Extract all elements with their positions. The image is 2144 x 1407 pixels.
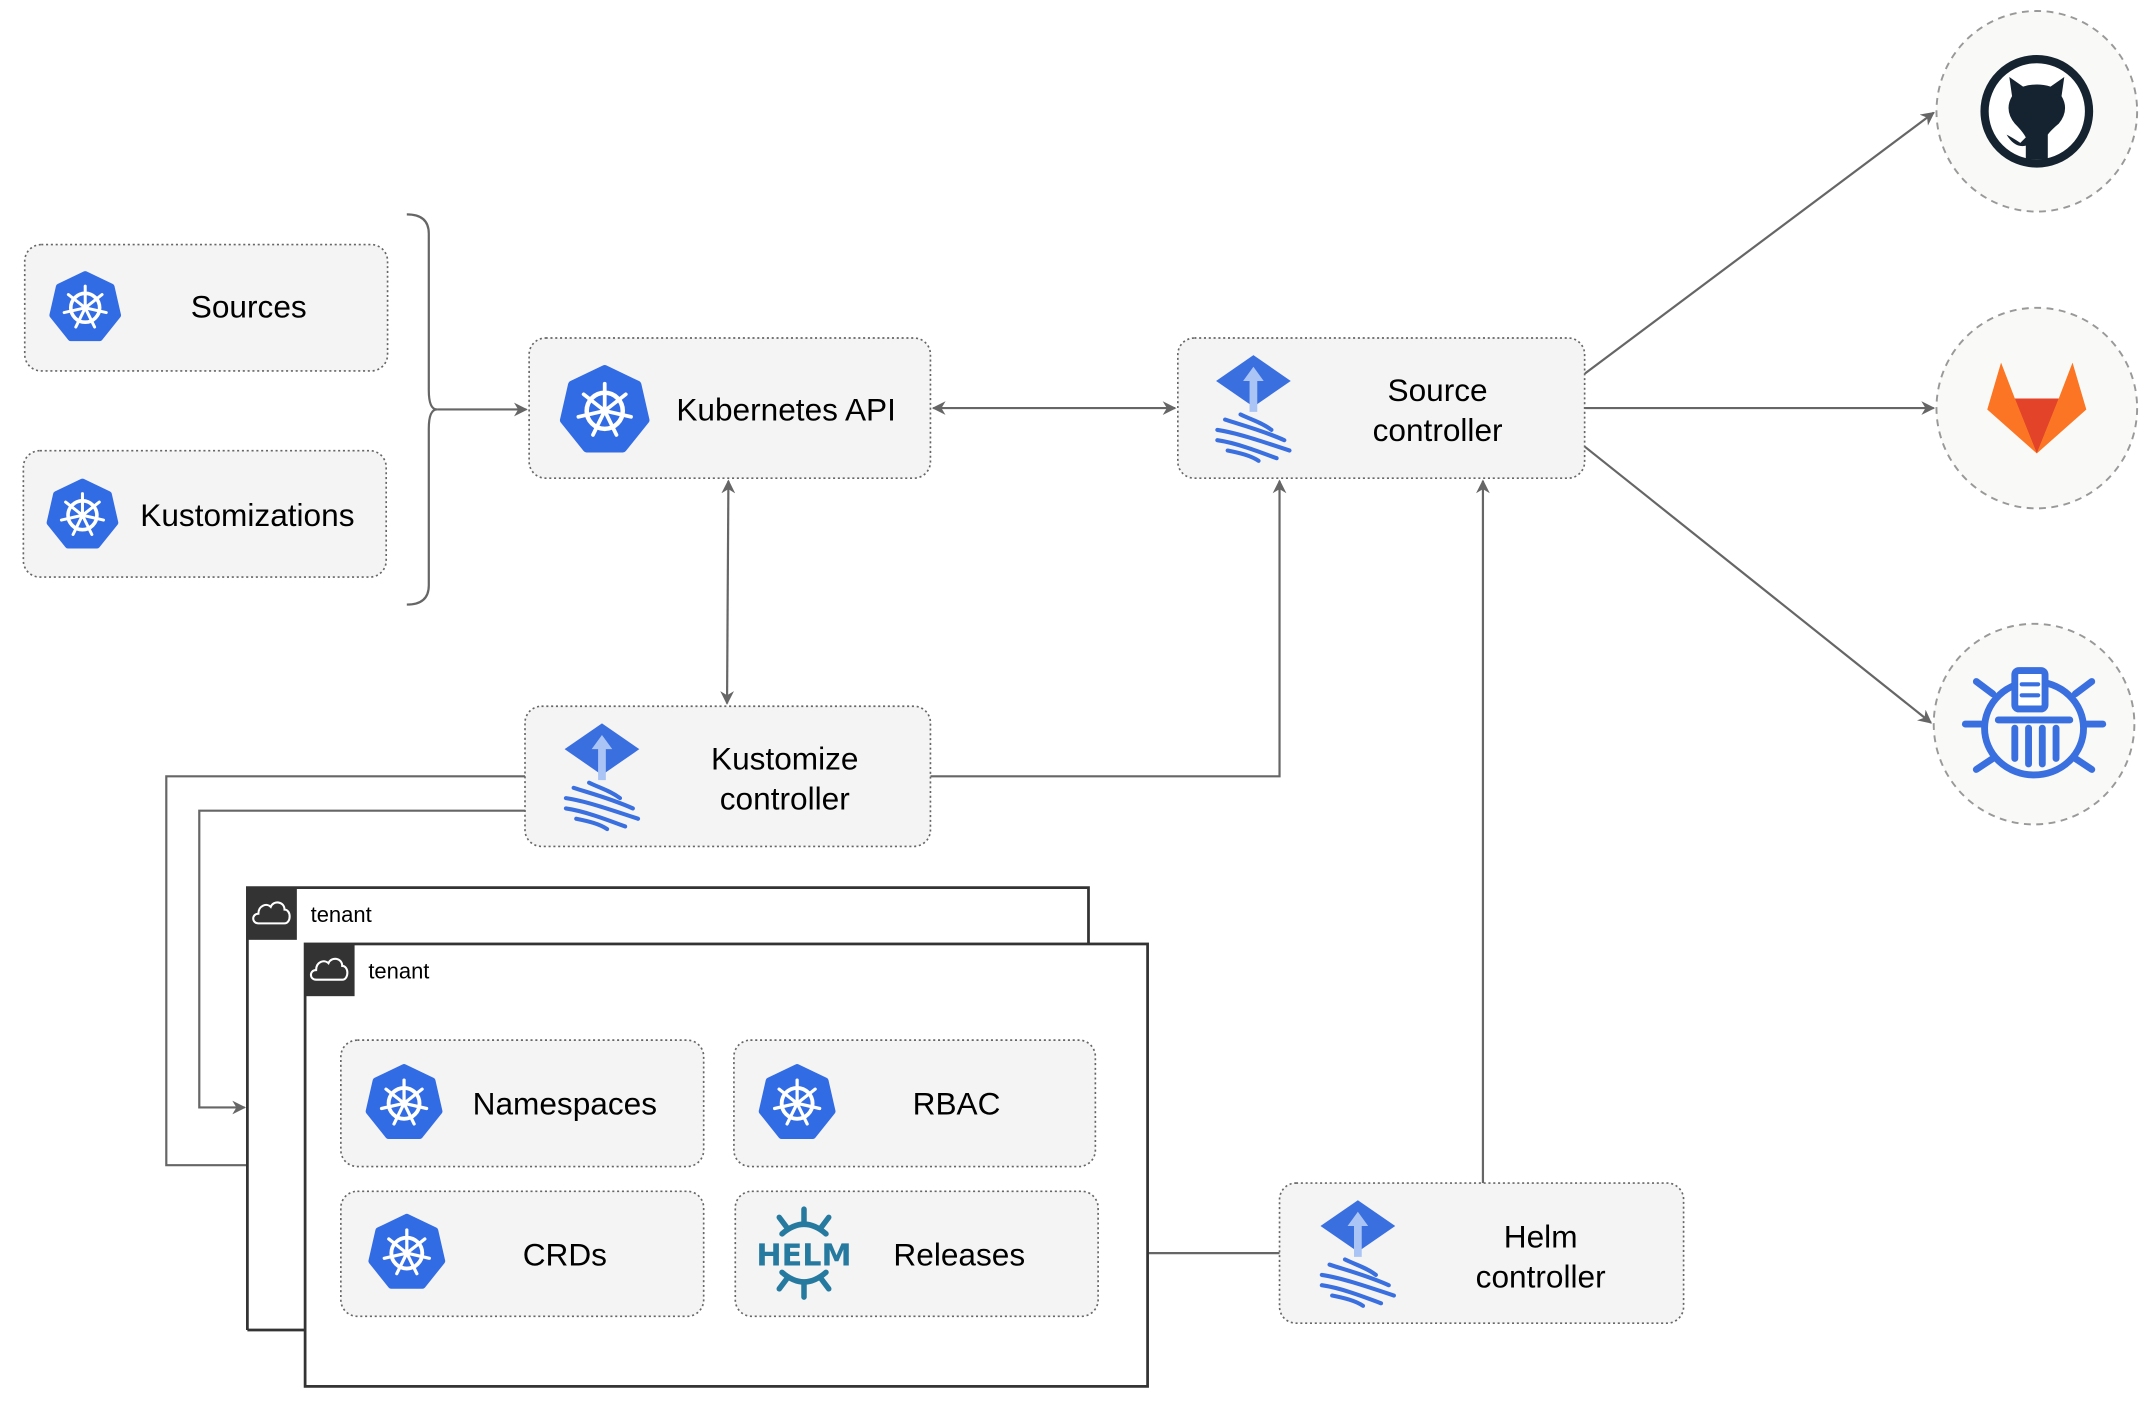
grouping-brace (406, 213, 438, 606)
helm-controller-label-line1: Helm (1504, 1219, 1578, 1255)
bucket-icon (1961, 667, 2107, 779)
resource-rbac[interactable]: RBAC (733, 1039, 1097, 1168)
edge-kustomize-to-tenant-1 (198, 809, 526, 1115)
node-sources[interactable]: Sources (23, 243, 389, 372)
source-controller-label-line1: Source (1388, 372, 1488, 408)
namespaces-label: Namespaces (473, 1085, 657, 1121)
node-github[interactable] (1935, 10, 2139, 213)
resource-releases[interactable]: HELM Releases (734, 1190, 1099, 1318)
kubernetes-icon (52, 274, 118, 338)
edge-source-to-bucket (1583, 445, 1933, 724)
kustomize-controller-label-line1: Kustomize (711, 740, 859, 776)
crds-label: CRDs (523, 1236, 607, 1272)
kubernetes-icon (50, 482, 116, 546)
tenant-1-label: tenant (311, 902, 372, 927)
node-kubernetes-api[interactable]: Kubernetes API (528, 337, 932, 479)
kustomize-controller-label-line2: controller (720, 780, 850, 816)
source-controller-label-line2: controller (1373, 412, 1503, 448)
edge-kustomize-to-source-controller (930, 479, 1287, 778)
node-kustomize-controller[interactable]: Kustomize controller (524, 705, 932, 848)
kubernetes-icon (372, 1217, 442, 1286)
rbac-label: RBAC (913, 1085, 1001, 1121)
node-source-controller[interactable]: Source controller (1177, 337, 1586, 479)
gitlab-icon (1987, 362, 2087, 454)
kubernetes-icon (762, 1067, 832, 1136)
tenant-2-label: tenant (368, 958, 429, 983)
node-bucket[interactable] (1932, 622, 2136, 826)
helm-icon: HELM (756, 1206, 852, 1300)
edge-kustomize-to-tenant-2 (165, 775, 526, 1173)
node-helm-controller[interactable]: Helm controller (1278, 1182, 1685, 1325)
edge-source-to-github (1583, 111, 1935, 375)
helm-logo-text: HELM (756, 1238, 851, 1273)
node-gitlab[interactable] (1935, 306, 2139, 510)
resource-namespaces[interactable]: Namespaces (340, 1039, 705, 1168)
github-icon (1980, 54, 2094, 168)
kustomizations-label: Kustomizations (140, 497, 354, 533)
helm-controller-label-line2: controller (1476, 1258, 1606, 1294)
node-kustomizations[interactable]: Kustomizations (22, 449, 388, 578)
releases-label: Releases (893, 1236, 1025, 1272)
kubernetes-icon (564, 369, 646, 449)
kubernetes-api-label: Kubernetes API (676, 391, 896, 427)
sources-label: Sources (191, 288, 307, 324)
resource-crds[interactable]: CRDs (340, 1190, 705, 1318)
kubernetes-icon (369, 1067, 439, 1136)
edge-kubernetes-api-kustomize-controller (720, 479, 736, 705)
